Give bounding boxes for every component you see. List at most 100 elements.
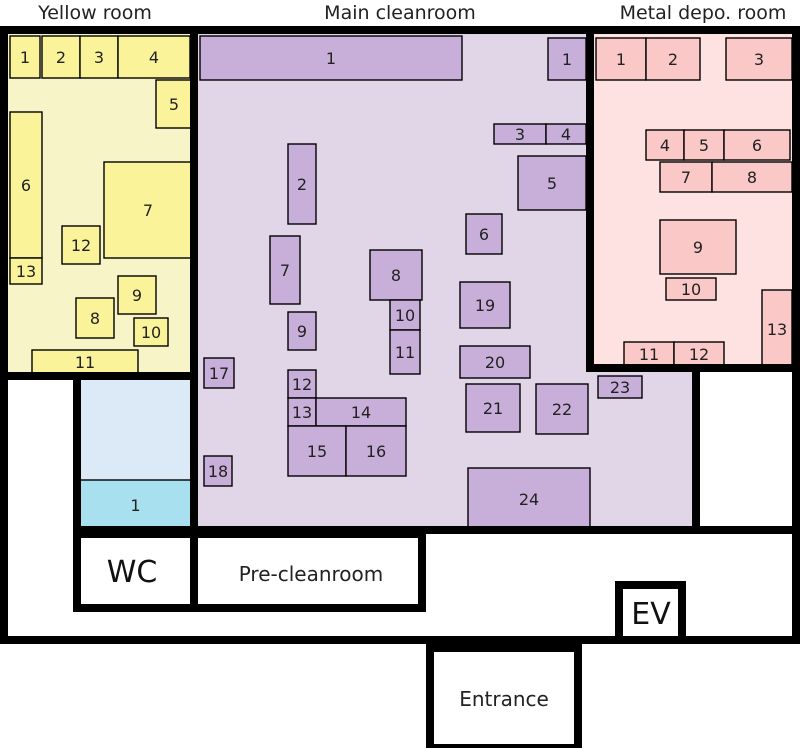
- yellow-equipment-box: [117, 275, 157, 315]
- blue-equipment-label: 1: [130, 496, 140, 515]
- metal-equipment-label: 8: [747, 168, 757, 187]
- entrance-label: Entrance: [459, 687, 549, 711]
- yellow-equipment-box: [133, 317, 169, 347]
- metal-equipment-13: 13: [761, 289, 793, 369]
- main-equipment-12: 12: [287, 369, 317, 399]
- main-equipment-16: 16: [345, 425, 407, 477]
- metal-equipment-box: [725, 37, 793, 81]
- main-equipment-11: 11: [389, 329, 421, 375]
- main-equipment-14: 14: [315, 397, 407, 427]
- main-equipment-7: 7: [269, 235, 301, 305]
- metal-equipment-label: 10: [681, 280, 701, 299]
- metal-equipment-5: 5: [683, 129, 725, 161]
- main-equipment-8: 8: [369, 249, 423, 301]
- main-equipment-2: 2: [287, 143, 317, 225]
- metal-equipment-box: [665, 277, 717, 301]
- yellow-equipment-box: [79, 35, 119, 79]
- metal-equipment-label: 7: [681, 168, 691, 187]
- metal-equipment-box: [659, 161, 713, 193]
- main-equipment-6: 6: [465, 213, 503, 255]
- main-equipment-box: [269, 235, 301, 305]
- metal-equipment-12: 12: [673, 341, 725, 367]
- main-equipment-label: 13: [292, 403, 312, 422]
- main-equipment-label: 9: [297, 322, 307, 341]
- yellow-equipment-5: 5: [155, 79, 193, 129]
- main-equipment-19: 19: [459, 281, 511, 329]
- yellow-equipment-1: 1: [9, 35, 41, 79]
- main-equipment-1: 1: [199, 35, 463, 81]
- metal-equipment-label: 11: [639, 345, 659, 364]
- main-equipment-label: 2: [297, 175, 307, 194]
- main-equipment-box: [465, 383, 521, 433]
- yellow-equipment-label: 12: [71, 236, 91, 255]
- wc-label: WC: [107, 555, 158, 590]
- metal-equipment-box: [595, 37, 647, 81]
- metal-depo-room-title: Metal depo. room: [620, 2, 787, 24]
- annex-equipment-label: 23: [610, 378, 630, 397]
- metal-equipment-label: 12: [689, 345, 709, 364]
- main-equipment-5: 5: [517, 155, 587, 211]
- main-equipment-24: 24: [467, 467, 591, 531]
- metal-equipment-10: 10: [665, 277, 717, 301]
- main-equipment-label: 4: [561, 125, 571, 144]
- main-equipment-label: 15: [307, 442, 327, 461]
- main-equipment-13: 13: [287, 397, 317, 427]
- metal-equipment-label: 3: [754, 50, 764, 69]
- main-equipment-box: [315, 397, 407, 427]
- main-equipment-box: [389, 299, 421, 331]
- main-equipment-label: 1: [562, 50, 572, 69]
- yellow-equipment-label: 3: [94, 48, 104, 67]
- main-equipment-label: 22: [552, 400, 572, 419]
- main-equipment-label: 18: [208, 462, 228, 481]
- main-equipment-label: 7: [280, 261, 290, 280]
- metal-equipment-8: 8: [711, 161, 793, 193]
- metal-equipment-box: [659, 219, 737, 275]
- main-equipment-label: 3: [515, 125, 525, 144]
- main-equipment-box: [199, 35, 463, 81]
- metal-equipment-9: 9: [659, 219, 737, 275]
- main-equipment-box: [547, 37, 587, 81]
- blue-equipment-1: 1: [78, 479, 193, 531]
- main-equipment-box: [345, 425, 407, 477]
- main-equipment-10: 10: [389, 299, 421, 331]
- annex-equipment-box: [597, 375, 643, 399]
- metal-equipment-box: [683, 129, 725, 161]
- metal-equipment-label: 6: [752, 136, 762, 155]
- metal-equipment-box: [673, 341, 725, 367]
- main-equipment-box: [465, 213, 503, 255]
- yellow-equipment-label: 8: [90, 309, 100, 328]
- yellow-equipment-box: [9, 35, 41, 79]
- main-equipment-box: [467, 467, 591, 531]
- main-equipment-9: 9: [287, 311, 317, 351]
- main-equipment-box: [203, 357, 235, 389]
- metal-equipment-6: 6: [723, 129, 791, 161]
- main-equipment-label: 12: [292, 375, 312, 394]
- main-equipment-label: 11: [395, 343, 415, 362]
- yellow-equipment-label: 7: [143, 201, 153, 220]
- yellow-room-title: Yellow room: [37, 2, 152, 24]
- yellow-equipment-label: 13: [16, 262, 36, 281]
- yellow-equipment-label: 1: [20, 48, 30, 67]
- yellow-equipment-box: [103, 161, 193, 259]
- yellow-equipment-11: 11: [31, 349, 139, 375]
- main-equipment-label: 1: [326, 49, 336, 68]
- yellow-equipment-3: 3: [79, 35, 119, 79]
- metal-equipment-label: 2: [668, 50, 678, 69]
- main-equipment-box: [287, 425, 347, 477]
- main-cleanroom-title: Main cleanroom: [324, 2, 476, 24]
- main-equipment-box: [287, 143, 317, 225]
- yellow-equipment-box: [9, 111, 43, 259]
- yellow-equipment-label: 4: [149, 48, 159, 67]
- main-equipment-4: 4: [545, 123, 587, 145]
- metal-equipment-box: [723, 129, 791, 161]
- main-equipment-17: 17: [203, 357, 235, 389]
- metal-depo-room-area: [590, 34, 792, 368]
- yellow-equipment-6: 6: [9, 111, 43, 259]
- metal-equipment-1: 1: [595, 37, 647, 81]
- metal-equipment-label: 5: [699, 136, 709, 155]
- main-equipment-18: 18: [203, 455, 233, 487]
- metal-equipment-4: 4: [645, 129, 685, 161]
- metal-equipment-7: 7: [659, 161, 713, 193]
